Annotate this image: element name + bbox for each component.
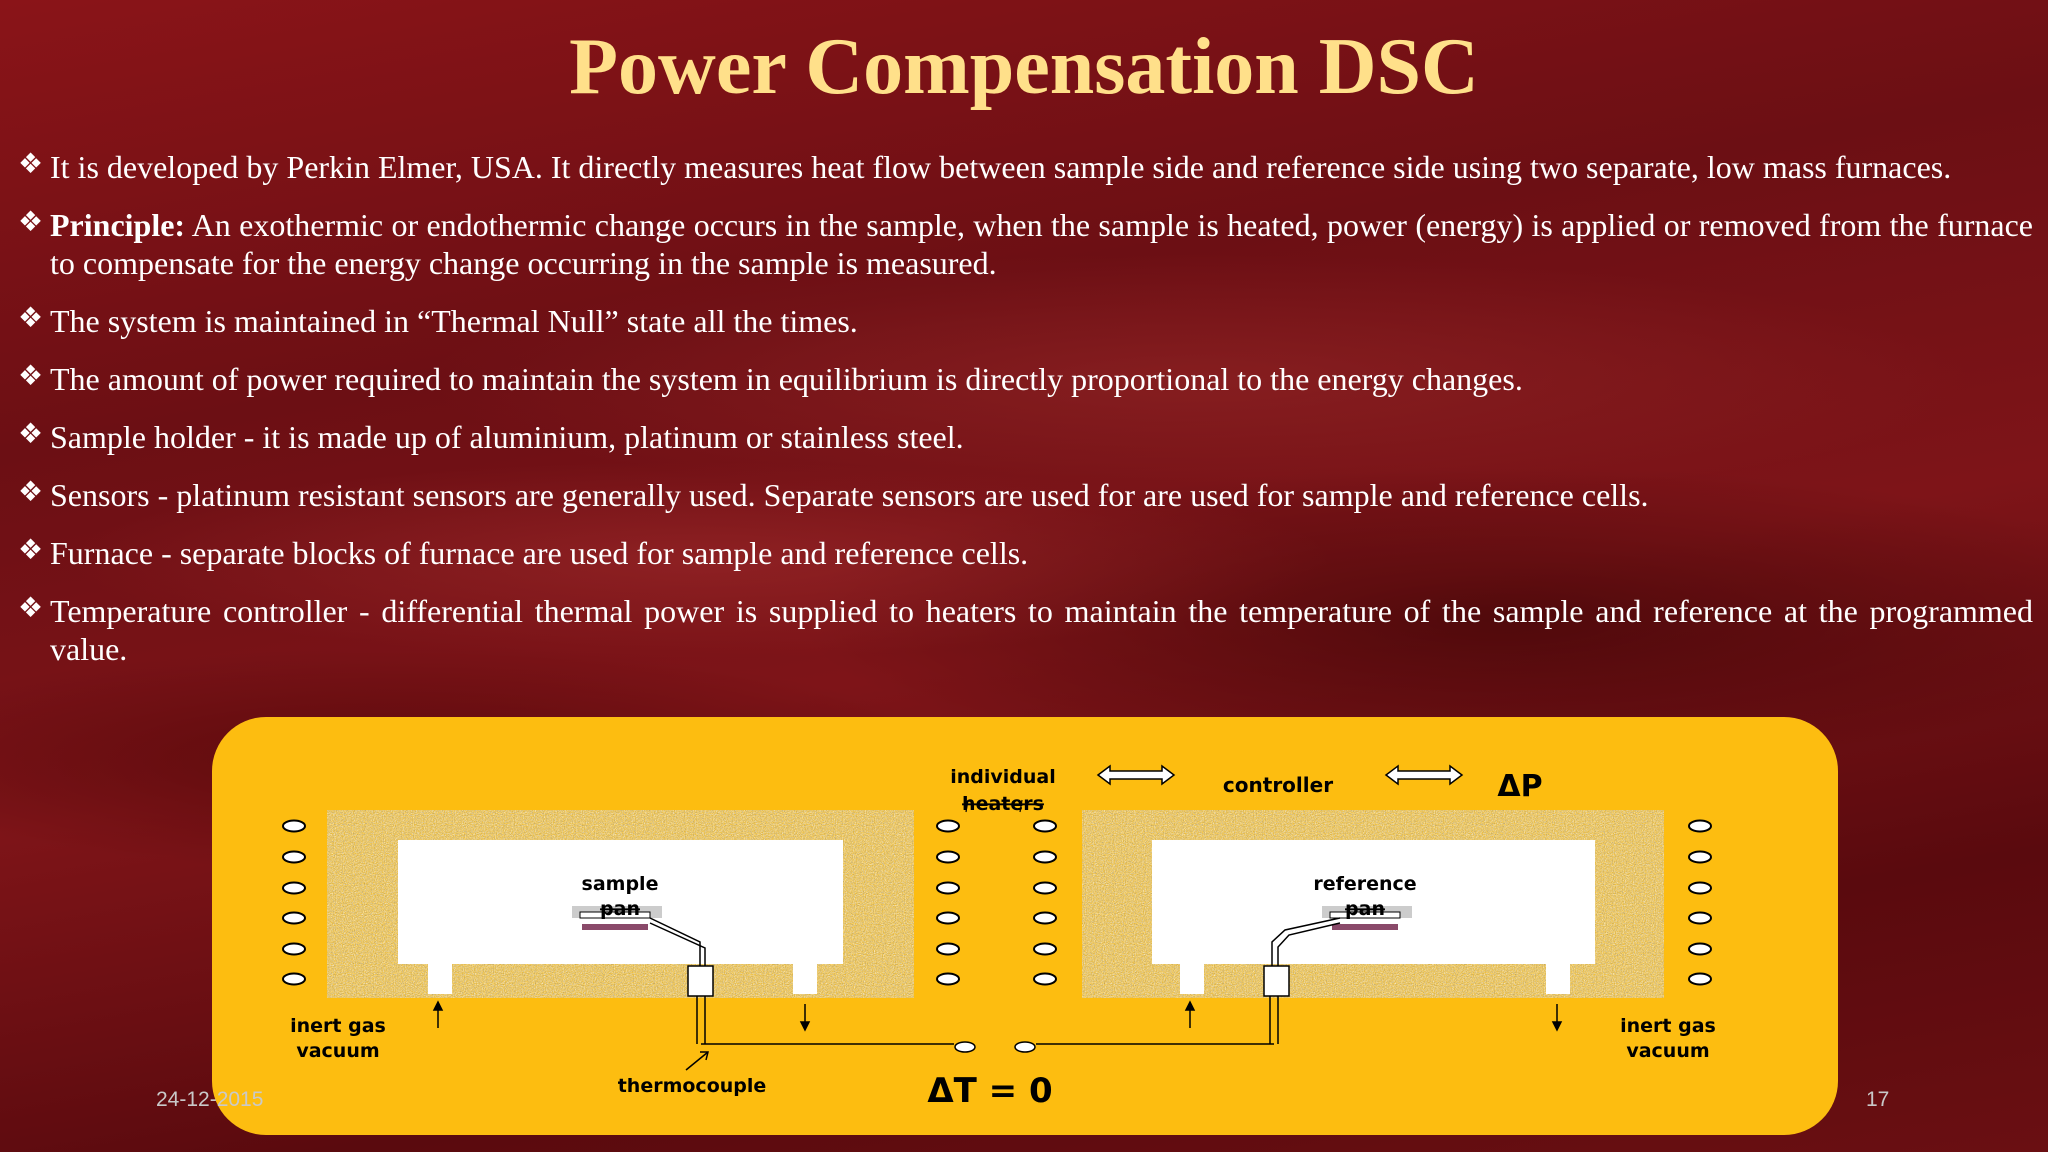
heater-coil (282, 850, 306, 864)
heater-coil (282, 942, 306, 956)
bullet-text: Sensors - platinum resistant sensors are… (50, 477, 1649, 513)
diamond-bullet-icon: ❖ (18, 593, 44, 624)
sample-pan-label-2: pan (600, 898, 640, 920)
bullet-list: ❖It is developed by Perkin Elmer, USA. I… (18, 148, 2033, 688)
bullet-text: Sample holder - it is made up of alumini… (50, 419, 964, 455)
footer-date: 24-12-2015 (156, 1088, 264, 1111)
inert-gas-right-label: inert gas (1620, 1015, 1716, 1037)
bullet-text: Furnace - separate blocks of furnace are… (50, 535, 1029, 571)
sample-pan-label: sample (582, 873, 659, 895)
delta-p-label: ΔP (1497, 769, 1542, 804)
bullet-item: ❖Temperature controller - differential t… (18, 592, 2033, 668)
heater-coil (1688, 881, 1712, 895)
bullet-item: ❖Sample holder - it is made up of alumin… (18, 418, 2033, 456)
heater-coils (282, 819, 1712, 986)
bullet-item: ❖Principle: An exothermic or endothermic… (18, 206, 2033, 282)
footer-page-number: 17 (1866, 1088, 1890, 1111)
diamond-bullet-icon: ❖ (18, 419, 44, 450)
reference-furnace (1082, 810, 1664, 998)
heater-coil (1033, 881, 1057, 895)
bullet-item: ❖Furnace - separate blocks of furnace ar… (18, 534, 2033, 572)
bullet-text: The system is maintained in “Thermal Nul… (50, 303, 858, 339)
heater-coil (1688, 819, 1712, 833)
vacuum-right-label: vacuum (1626, 1040, 1709, 1062)
diamond-bullet-icon: ❖ (18, 207, 44, 238)
heater-coil (1033, 911, 1057, 925)
heater-coil (1033, 972, 1057, 986)
bullet-text: The amount of power required to maintain… (50, 361, 1523, 397)
heater-coil (282, 881, 306, 895)
diamond-bullet-icon: ❖ (18, 477, 44, 508)
double-arrow-icon (1096, 764, 1464, 786)
heater-coil (282, 819, 306, 833)
heater-coil (936, 942, 960, 956)
thermocouple-wiring (685, 996, 1279, 1071)
heater-coil (1688, 972, 1712, 986)
heater-coil (936, 911, 960, 925)
bullet-item: ❖The amount of power required to maintai… (18, 360, 2033, 398)
heater-coil (282, 911, 306, 925)
bullet-text: Temperature controller - differential th… (50, 593, 2033, 667)
heater-coil (282, 972, 306, 986)
diamond-bullet-icon: ❖ (18, 361, 44, 392)
inert-gas-left-label: inert gas (290, 1015, 386, 1037)
reference-pan (1271, 906, 1412, 966)
bullet-item: ❖It is developed by Perkin Elmer, USA. I… (18, 148, 2033, 186)
heater-coil (936, 819, 960, 833)
reference-pan-label: reference (1313, 873, 1416, 895)
bullet-item: ❖Sensors - platinum resistant sensors ar… (18, 476, 2033, 514)
bullet-text: It is developed by Perkin Elmer, USA. It… (50, 149, 1952, 185)
heater-coil (1033, 819, 1057, 833)
reference-pan-label-2: pan (1345, 898, 1385, 920)
slide-title: Power Compensation DSC (569, 23, 1479, 111)
individual-heaters-label: individual (950, 766, 1056, 788)
heater-coil (936, 972, 960, 986)
heater-coil (1688, 911, 1712, 925)
bullet-bold-label: Principle: (50, 207, 186, 243)
heater-coil (936, 850, 960, 864)
bullet-text: An exothermic or endothermic change occu… (50, 207, 2033, 281)
controller-label: controller (1223, 773, 1333, 797)
gas-flow-arrows (432, 1000, 1563, 1032)
bullet-item: ❖The system is maintained in “Thermal Nu… (18, 302, 2033, 340)
heater-leads (965, 799, 1023, 813)
heater-coil (936, 881, 960, 895)
thermocouple-label: thermocouple (618, 1075, 767, 1097)
heater-coil (1033, 942, 1057, 956)
individual-heaters-label-2: heaters (962, 793, 1044, 815)
diamond-bullet-icon: ❖ (18, 535, 44, 566)
diamond-bullet-icon: ❖ (18, 149, 44, 180)
sample-furnace (327, 810, 914, 998)
diamond-bullet-icon: ❖ (18, 303, 44, 334)
delta-t-label: ΔT = 0 (927, 1071, 1052, 1111)
heater-coil (1688, 850, 1712, 864)
vacuum-left-label: vacuum (296, 1040, 379, 1062)
heater-coil (1033, 850, 1057, 864)
sample-pan (572, 906, 706, 966)
heater-coil (1688, 942, 1712, 956)
